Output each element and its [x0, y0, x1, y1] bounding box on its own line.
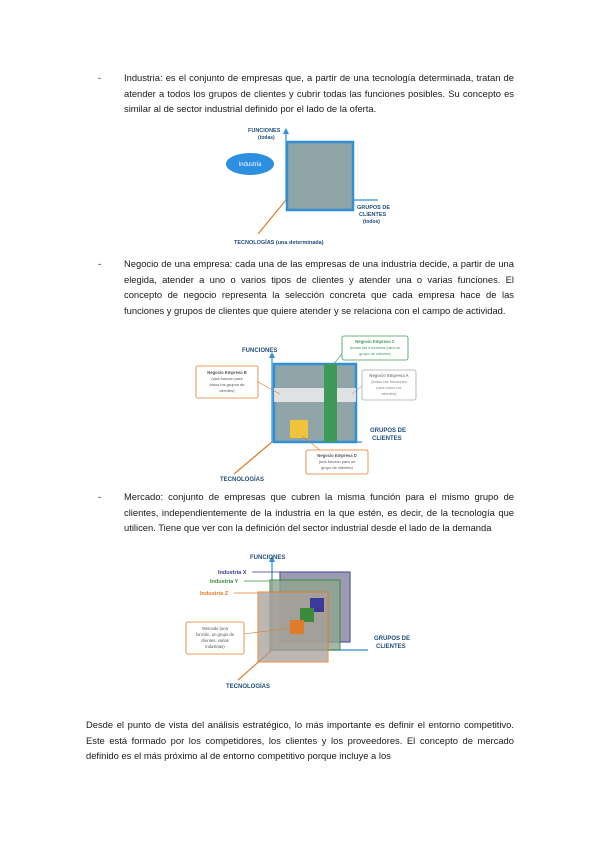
callout-mercado [185, 621, 245, 655]
axis-y-sub: (todas) [258, 135, 275, 141]
band-empresa-a [274, 388, 356, 402]
callout-empresa-a [361, 369, 417, 401]
callout-a-pointer [351, 385, 363, 395]
label-industria-y: Industria Y [210, 579, 239, 585]
callout-m-pointer [243, 627, 291, 635]
bullet-text: Industria: es el conjunto de empresas qu… [124, 72, 514, 114]
figure-negocio-diagram: FUNCIONES GRUPOS DE CLIENTES TECNOLOGÍAS… [195, 335, 417, 483]
callout-a-line4: clientes) [382, 391, 398, 396]
industria-cube [285, 140, 355, 212]
callout-a-line3: para todos los [376, 385, 401, 390]
axis-x-label-2: CLIENTES [359, 212, 387, 218]
callout-a-line2: (todas las funciones [371, 379, 407, 384]
axis-tecnologias [257, 199, 287, 235]
mercado-cube-z [290, 620, 304, 634]
axis-z-label: TECNOLOGÍAS [226, 682, 270, 690]
axis-x-sub: (todos) [363, 219, 380, 225]
axis-x-label: GRUPOS DE [374, 636, 410, 642]
axis-y-label: FUNCIONES [250, 555, 285, 561]
callout-m-line4: industrias) [205, 644, 225, 649]
mercado-cube-y [300, 608, 314, 622]
callout-d-line2: (una función para un [319, 459, 356, 464]
callout-c-line3: grupo de clientes) [359, 351, 391, 356]
bubble-label: Industria [238, 162, 262, 168]
axis-x-label: GRUPOS DE [357, 205, 390, 211]
figure-industria-diagram: Industria FUNCIONES (todas) GRUPOS DE CL… [226, 128, 390, 246]
bar-empresa-c [324, 364, 337, 442]
callout-m-line2: función, un grupo de [196, 632, 235, 637]
axis-x-label-2: CLIENTES [372, 436, 402, 442]
bullet-text: Negocio de una empresa: cada una de las … [124, 258, 514, 316]
axis-x-label-2: CLIENTES [376, 644, 406, 650]
callout-m-line1: Mercado (una [202, 626, 229, 631]
callout-d-pointer [301, 435, 321, 451]
industria-bubble [226, 153, 274, 175]
callout-empresa-d [305, 449, 369, 475]
axis-z-label: TECNOLOGÍAS (una determinada) [234, 238, 324, 246]
callout-c-pointer [331, 353, 343, 367]
axis-arrow [269, 556, 275, 562]
callout-b-line3: todos los grupos de [210, 382, 246, 387]
cube-empresa-d [290, 420, 308, 438]
callout-b-pointer [257, 381, 281, 395]
industria-cube [272, 362, 358, 444]
paragraph-entorno-competitivo: Desde el punto de vista del análisis est… [86, 719, 514, 761]
callout-d-line1: Negocio Empresa D [317, 453, 357, 458]
callout-b-line1: Negocio Empresa B [207, 370, 247, 375]
axis-arrow [283, 128, 289, 134]
callout-d-line3: grupo de clientes) [321, 465, 353, 470]
label-industria-x: Industria X [218, 570, 247, 576]
callout-b-line4: clientes) [220, 388, 236, 393]
bullet-dash: - [98, 491, 102, 502]
axis-z-label: TECNOLOGÍAS [220, 475, 264, 483]
bullet-text: Mercado: conjunto de empresas que cubren… [124, 491, 514, 533]
axis-y-label: FUNCIONES [248, 128, 281, 134]
callout-c-line2: (todas las funciones para un [350, 345, 400, 350]
bullet-dash: - [98, 72, 102, 83]
callout-b-line2: (una función para [211, 376, 243, 381]
callout-c-line1: Negocio Empresa C [355, 339, 395, 344]
callout-empresa-c [341, 335, 409, 361]
callout-a-line1: Negocio Empresa A [369, 373, 408, 378]
bullet-dash: - [98, 258, 102, 269]
axis-arrow [269, 352, 275, 358]
axis-x-label: GRUPOS DE [370, 428, 406, 434]
axis-tecnologias [233, 441, 273, 475]
label-industria-z: Industria Z [200, 591, 229, 597]
figure-mercado-diagram: Industria X Industria Y Industria Z FUNC… [185, 555, 410, 690]
callout-m-line3: clientes, varias [201, 638, 229, 643]
axis-y-label: FUNCIONES [242, 348, 277, 354]
